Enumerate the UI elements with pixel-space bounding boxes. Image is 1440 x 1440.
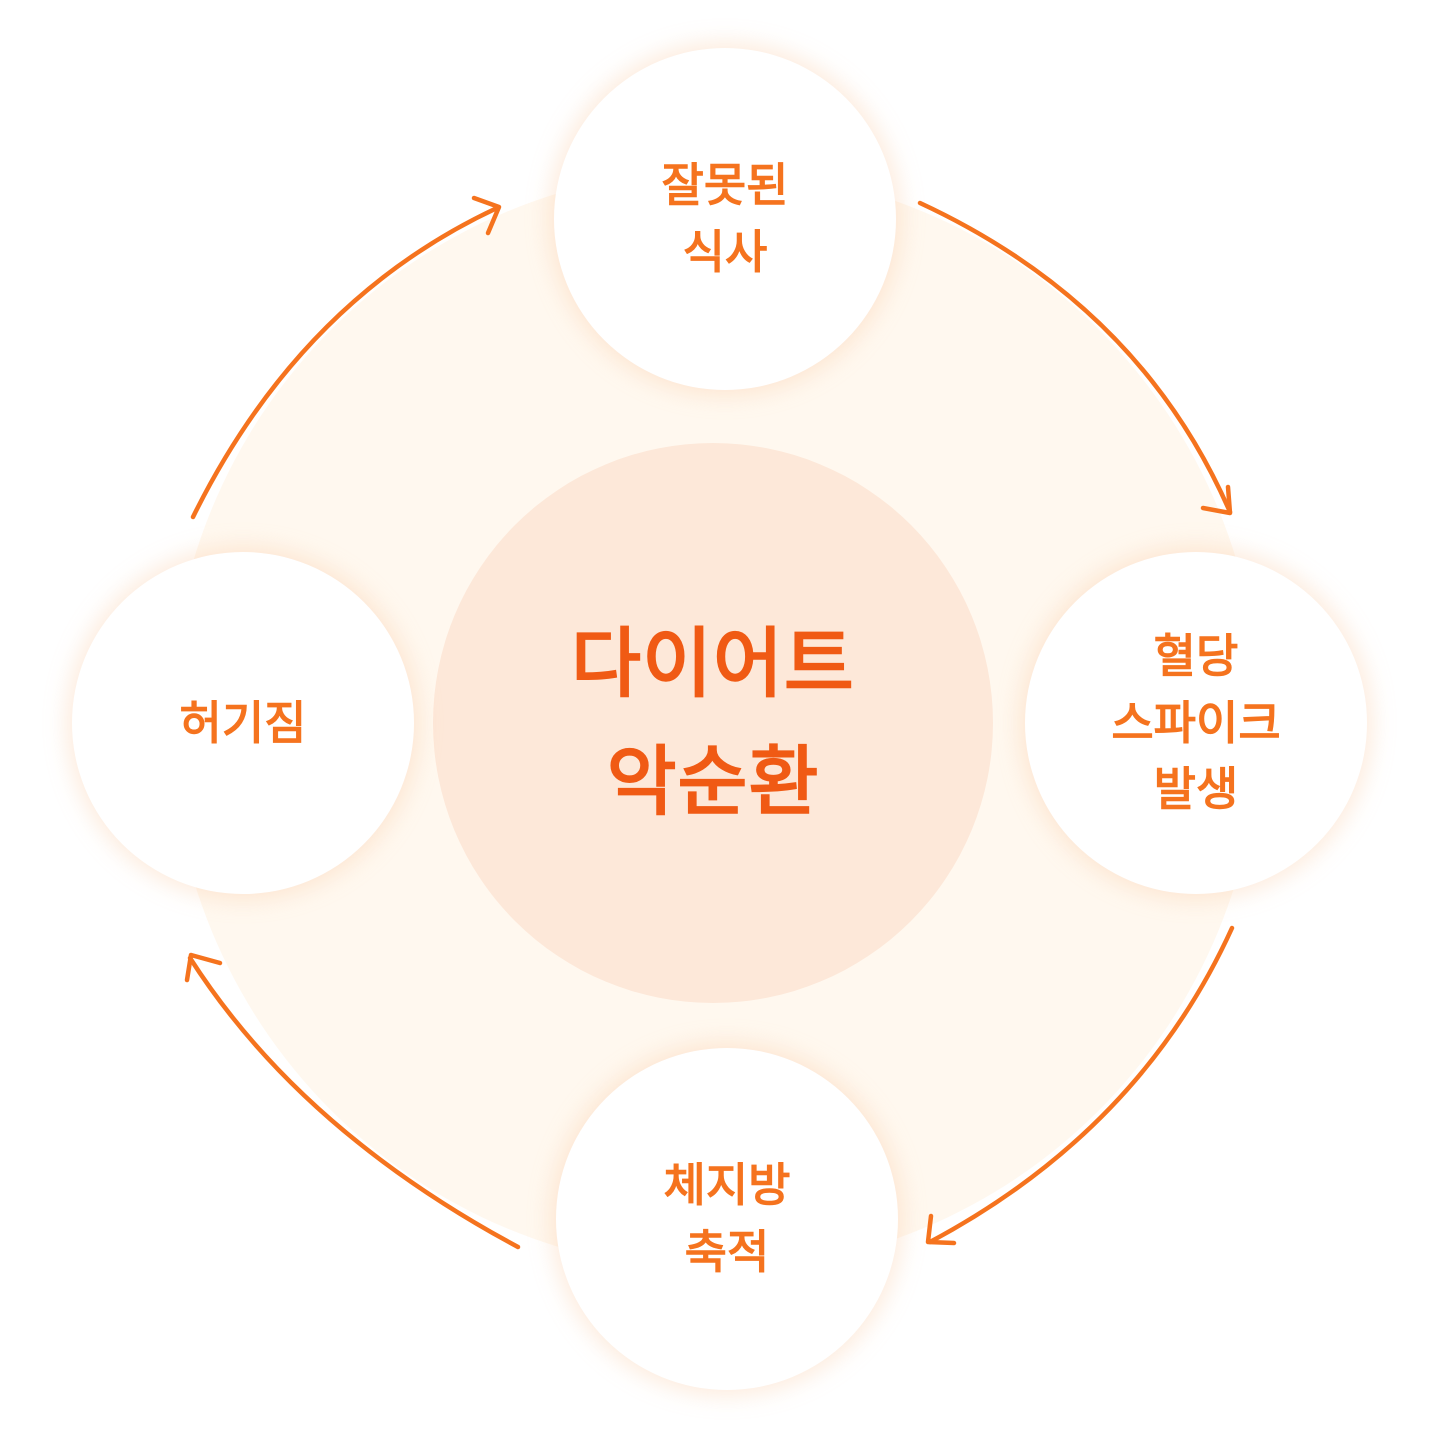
cycle-node-wrong-meal: 잘못된 식사 [554, 48, 896, 390]
cycle-node-hunger: 허기짐 [72, 552, 414, 894]
center-circle: 다이어트 악순환 [433, 443, 993, 1003]
node-label-line: 잘못된 [661, 158, 789, 213]
node-label-line: 체지방 [663, 1158, 791, 1213]
arrow-head-bottom [925, 1213, 957, 1246]
center-title-line-2: 악순환 [606, 737, 820, 826]
node-label-line: 혈당 [1153, 628, 1239, 683]
node-label-line: 식사 [682, 225, 768, 279]
cycle-node-blood-sugar-spike: 혈당 스파이크 발생 [1025, 552, 1367, 894]
cycle-node-body-fat: 체지방 축적 [556, 1048, 898, 1390]
center-title-line-1: 다이어트 [571, 619, 855, 709]
node-label-line: 허기짐 [179, 695, 307, 750]
arrow-head-top [471, 195, 502, 236]
arrow-right-to-bottom [927, 925, 1235, 1245]
arrow-head-left [184, 952, 223, 983]
arrow-left-to-top [190, 205, 500, 520]
node-label-line: 축적 [684, 1225, 770, 1279]
arrow-head-right [1200, 484, 1233, 516]
arrow-top-to-right [917, 200, 1233, 515]
node-label-line: 발생 [1153, 762, 1239, 817]
node-label-line: 스파이크 [1111, 695, 1281, 750]
arrow-bottom-to-left [187, 955, 521, 1250]
